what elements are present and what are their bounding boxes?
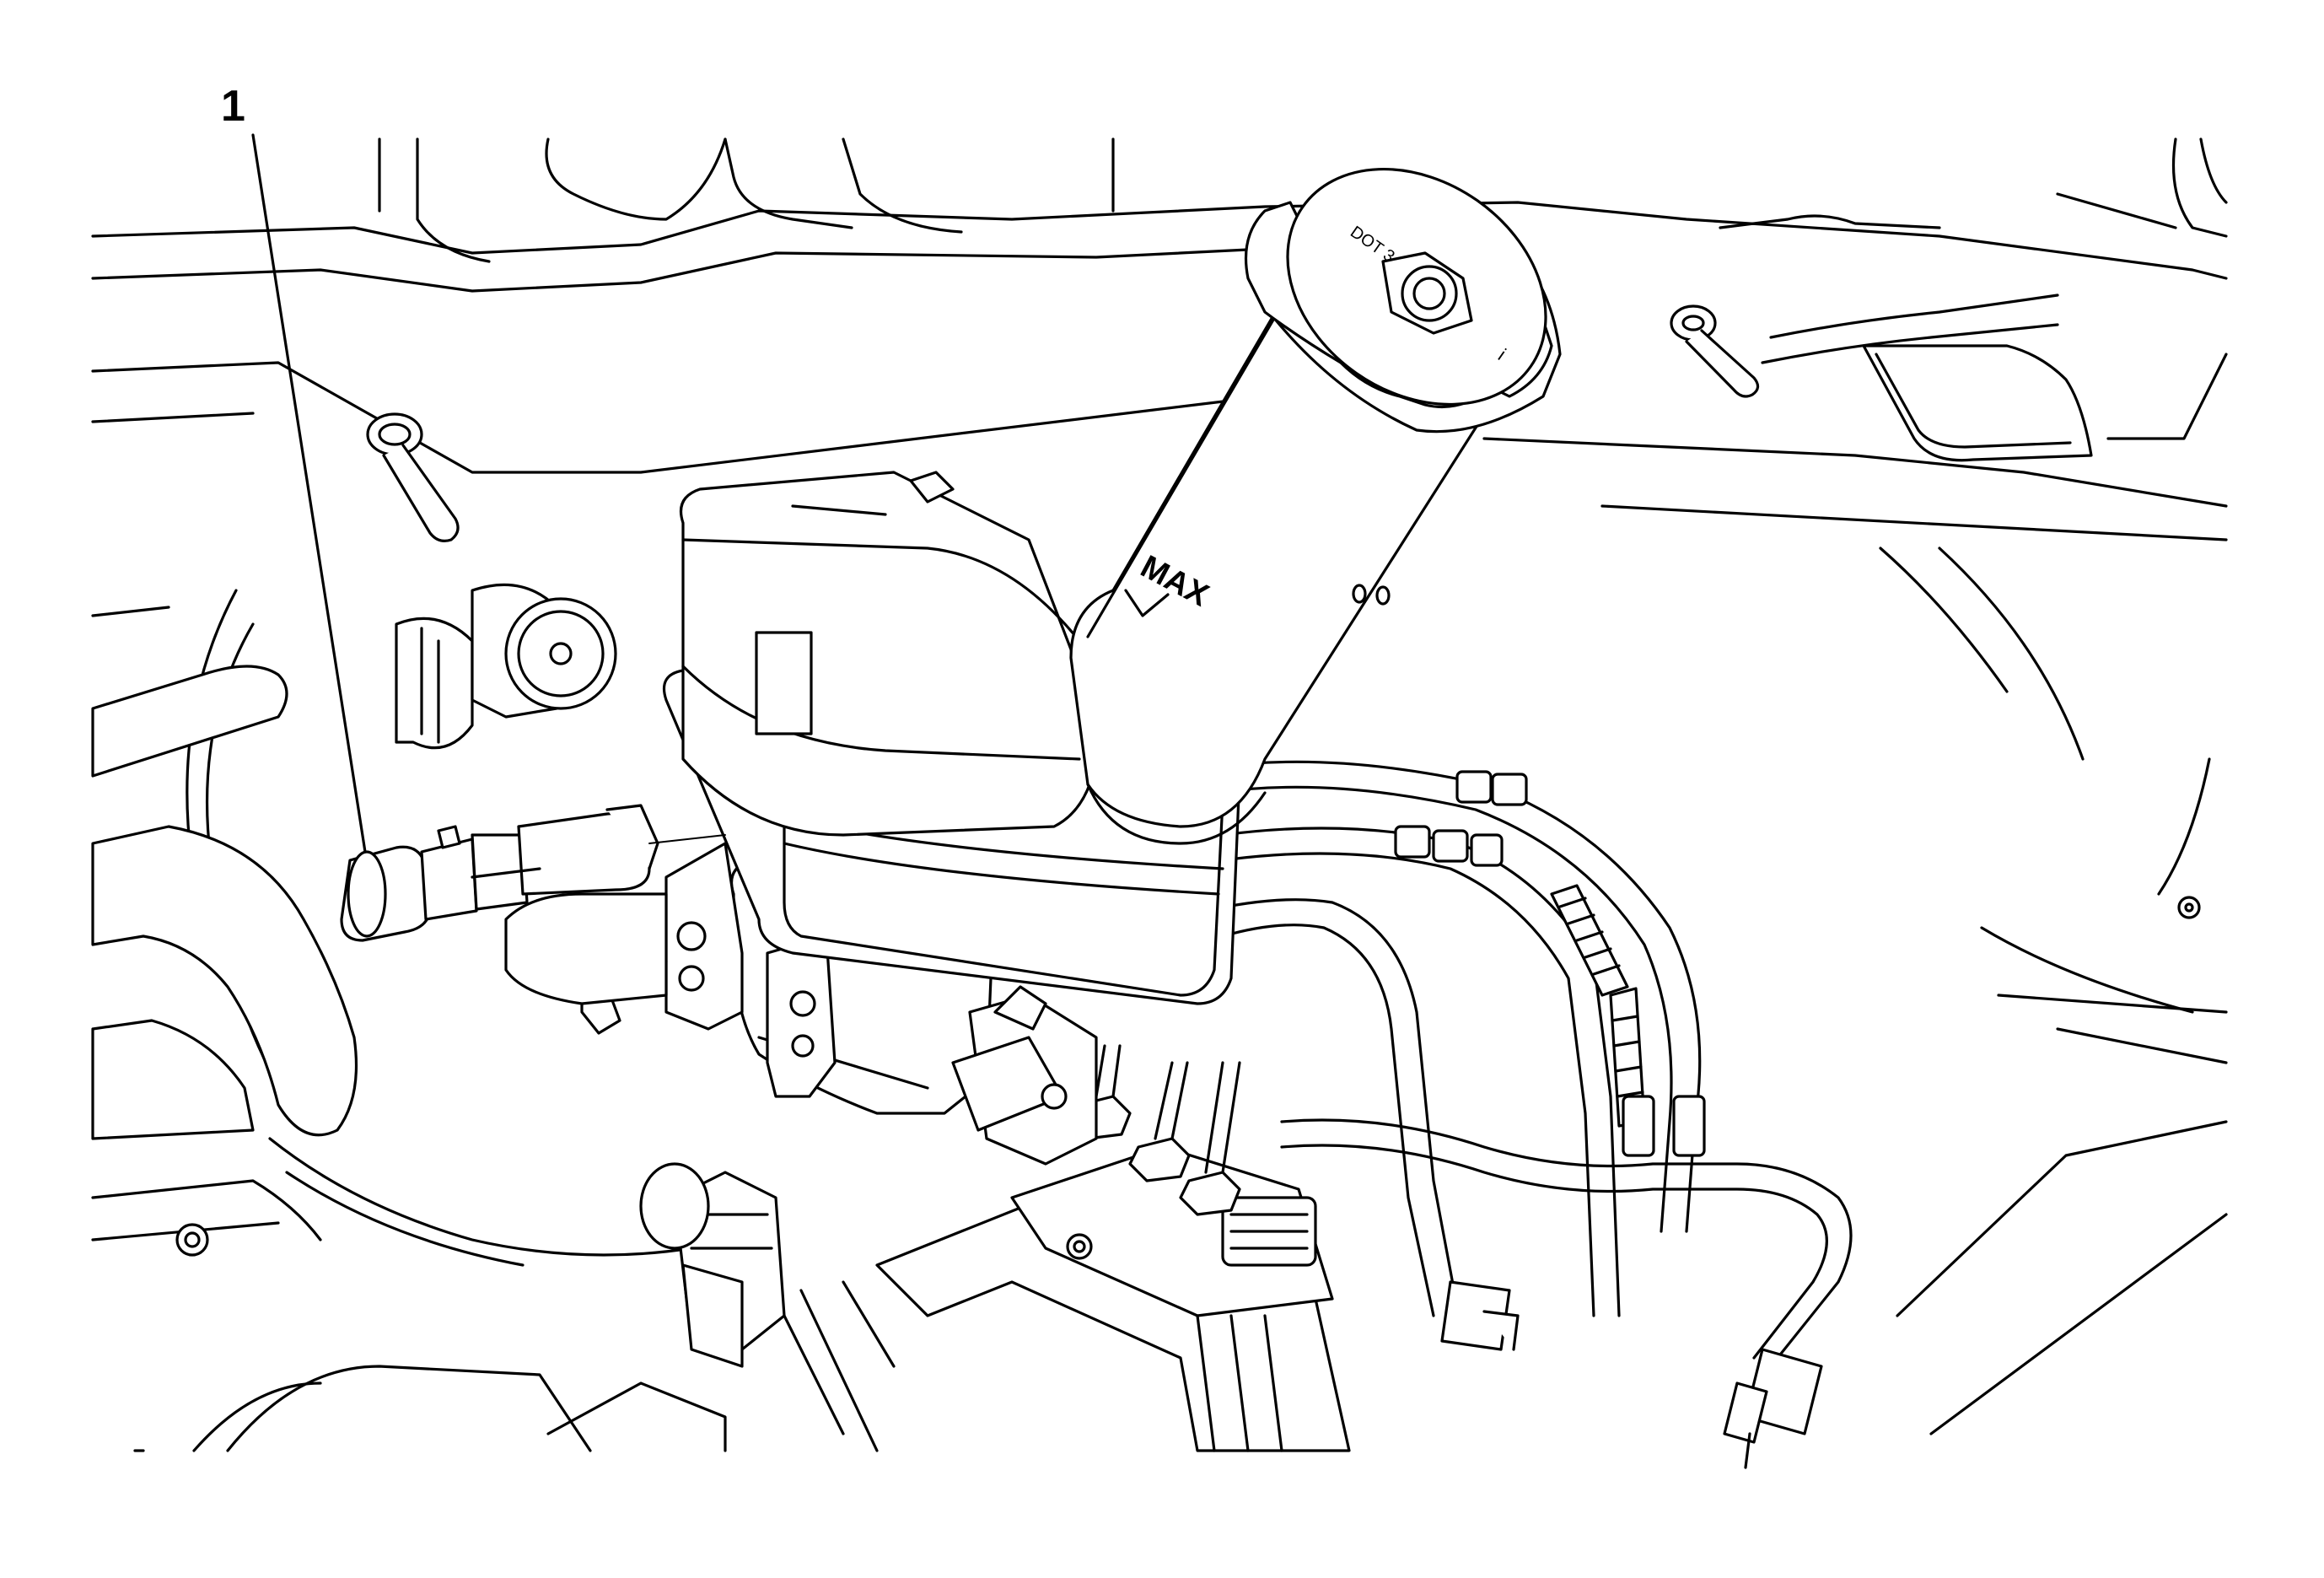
abs-modulator	[875, 1044, 1351, 1452]
cowl-panel	[91, 137, 2228, 617]
heater-hoses	[91, 583, 617, 1140]
brake-line-fittings	[1394, 770, 1706, 1157]
callout-leader-line	[251, 133, 367, 854]
wiring-harness	[91, 1162, 896, 1452]
brake-line-sleeve	[1550, 884, 1646, 1128]
wheel-speed-connector	[1440, 1280, 1823, 1469]
reservoir-label-plate	[755, 631, 813, 735]
brake-pressure-switch	[340, 804, 726, 942]
master-cylinder: MAX	[504, 285, 1503, 1166]
callout-number: 1	[221, 82, 245, 131]
reservoir-filler-neck	[1069, 285, 1503, 828]
reservoir-cap: DOT 3 i	[1244, 167, 1562, 434]
brake-lines	[1204, 760, 2228, 1469]
booster-stud-left	[366, 412, 460, 542]
booster-stud-right	[1670, 294, 2059, 398]
